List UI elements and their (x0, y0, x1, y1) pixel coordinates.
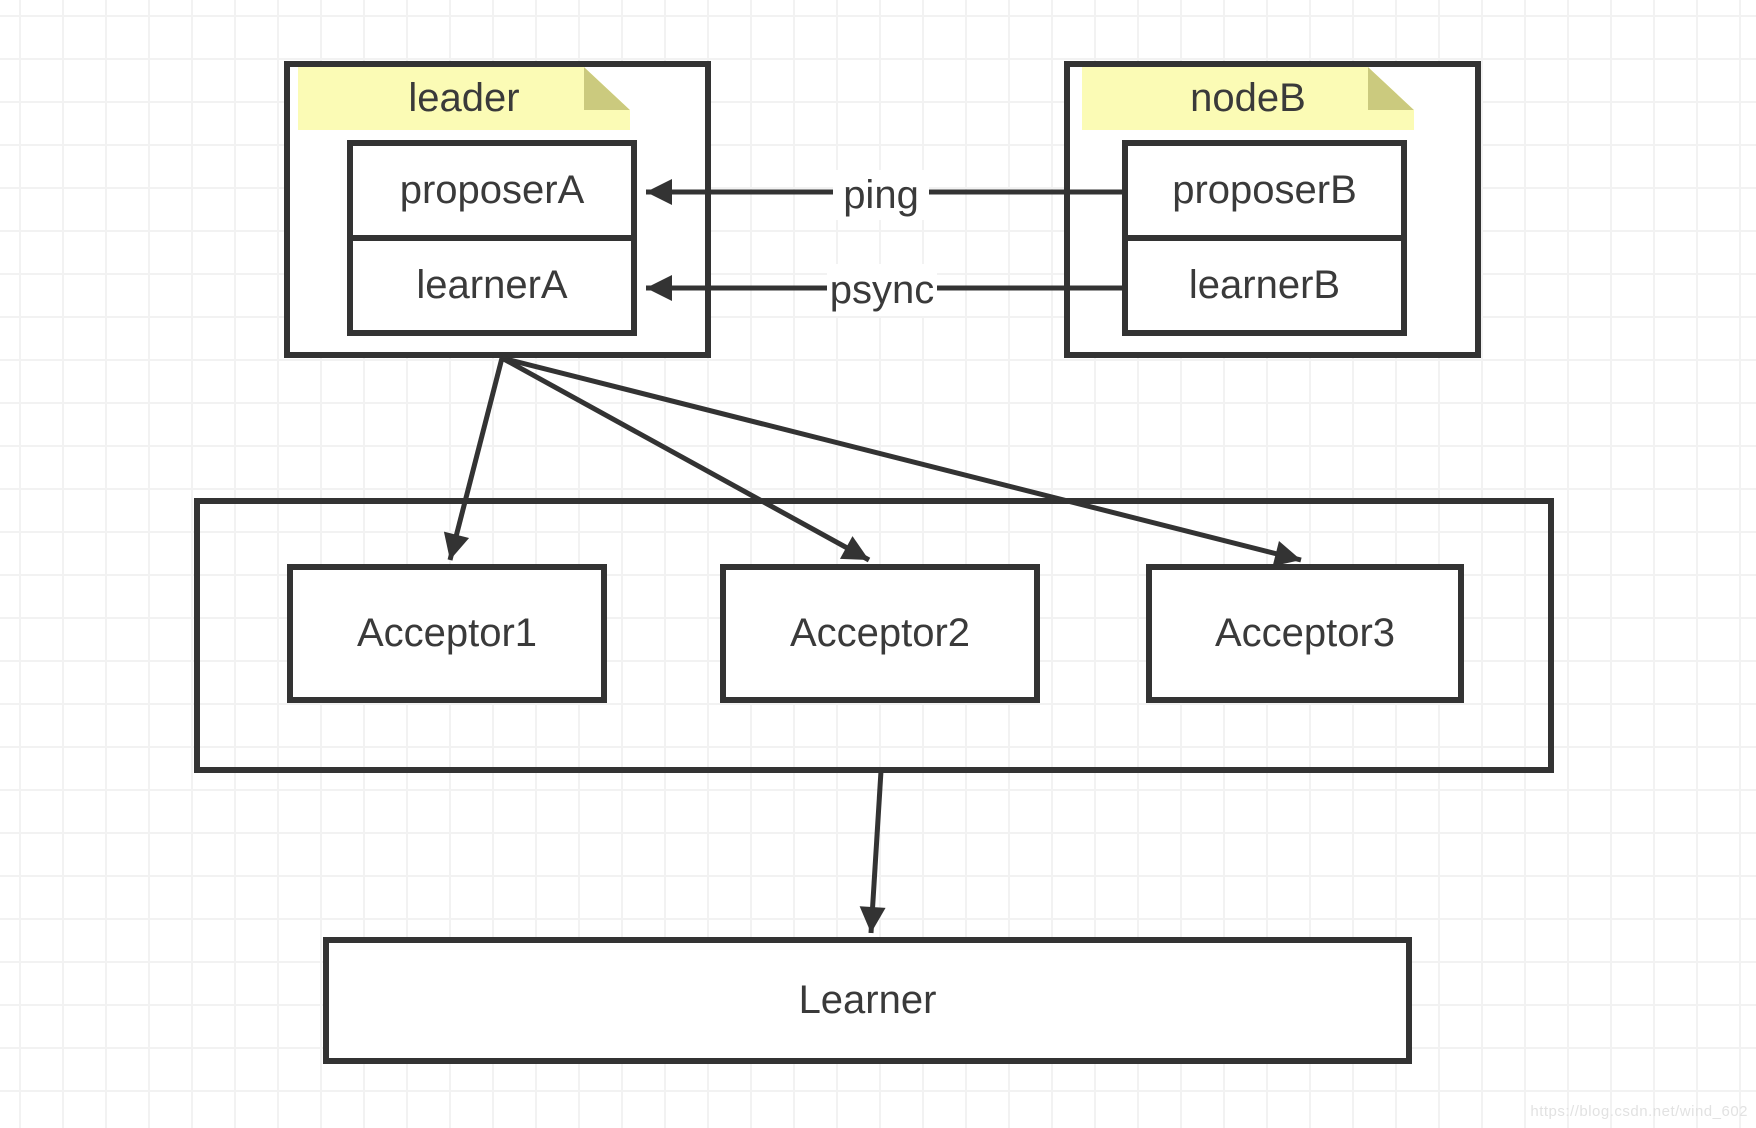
acceptor1-label: Acceptor1 (356, 611, 538, 655)
watermark-text: https://blog.csdn.net/wind_602 (1530, 1103, 1748, 1120)
acceptor1-box: Acceptor1 (287, 564, 607, 703)
acceptor3-box: Acceptor3 (1146, 564, 1464, 703)
learner-box: Learner (323, 937, 1412, 1064)
nodeB-sticky-note: nodeB (1082, 67, 1414, 130)
leader-title: leader (408, 76, 520, 120)
learner-label: Learner (798, 978, 937, 1022)
leader-row-learnerA: learnerA (416, 263, 568, 307)
acceptor2-label: Acceptor2 (789, 611, 971, 655)
psync-edge-label: psync (827, 264, 937, 316)
ping-edge-label: ping (833, 170, 929, 220)
leader-sticky-note: leader (298, 67, 630, 130)
nodeB-row-proposerB: proposerB (1128, 146, 1401, 241)
leader-row-proposerA: proposerA (353, 146, 631, 241)
nodeB-title: nodeB (1190, 76, 1306, 120)
acceptor3-label: Acceptor3 (1214, 611, 1396, 655)
leader-inner-table: proposerA learnerA (347, 140, 637, 336)
nodeB-inner-table: proposerB learnerB (1122, 140, 1407, 336)
acceptor2-box: Acceptor2 (720, 564, 1040, 703)
acceptors-to-learner-arrow (859, 770, 886, 934)
nodeB-row-learnerB: learnerB (1188, 263, 1341, 307)
